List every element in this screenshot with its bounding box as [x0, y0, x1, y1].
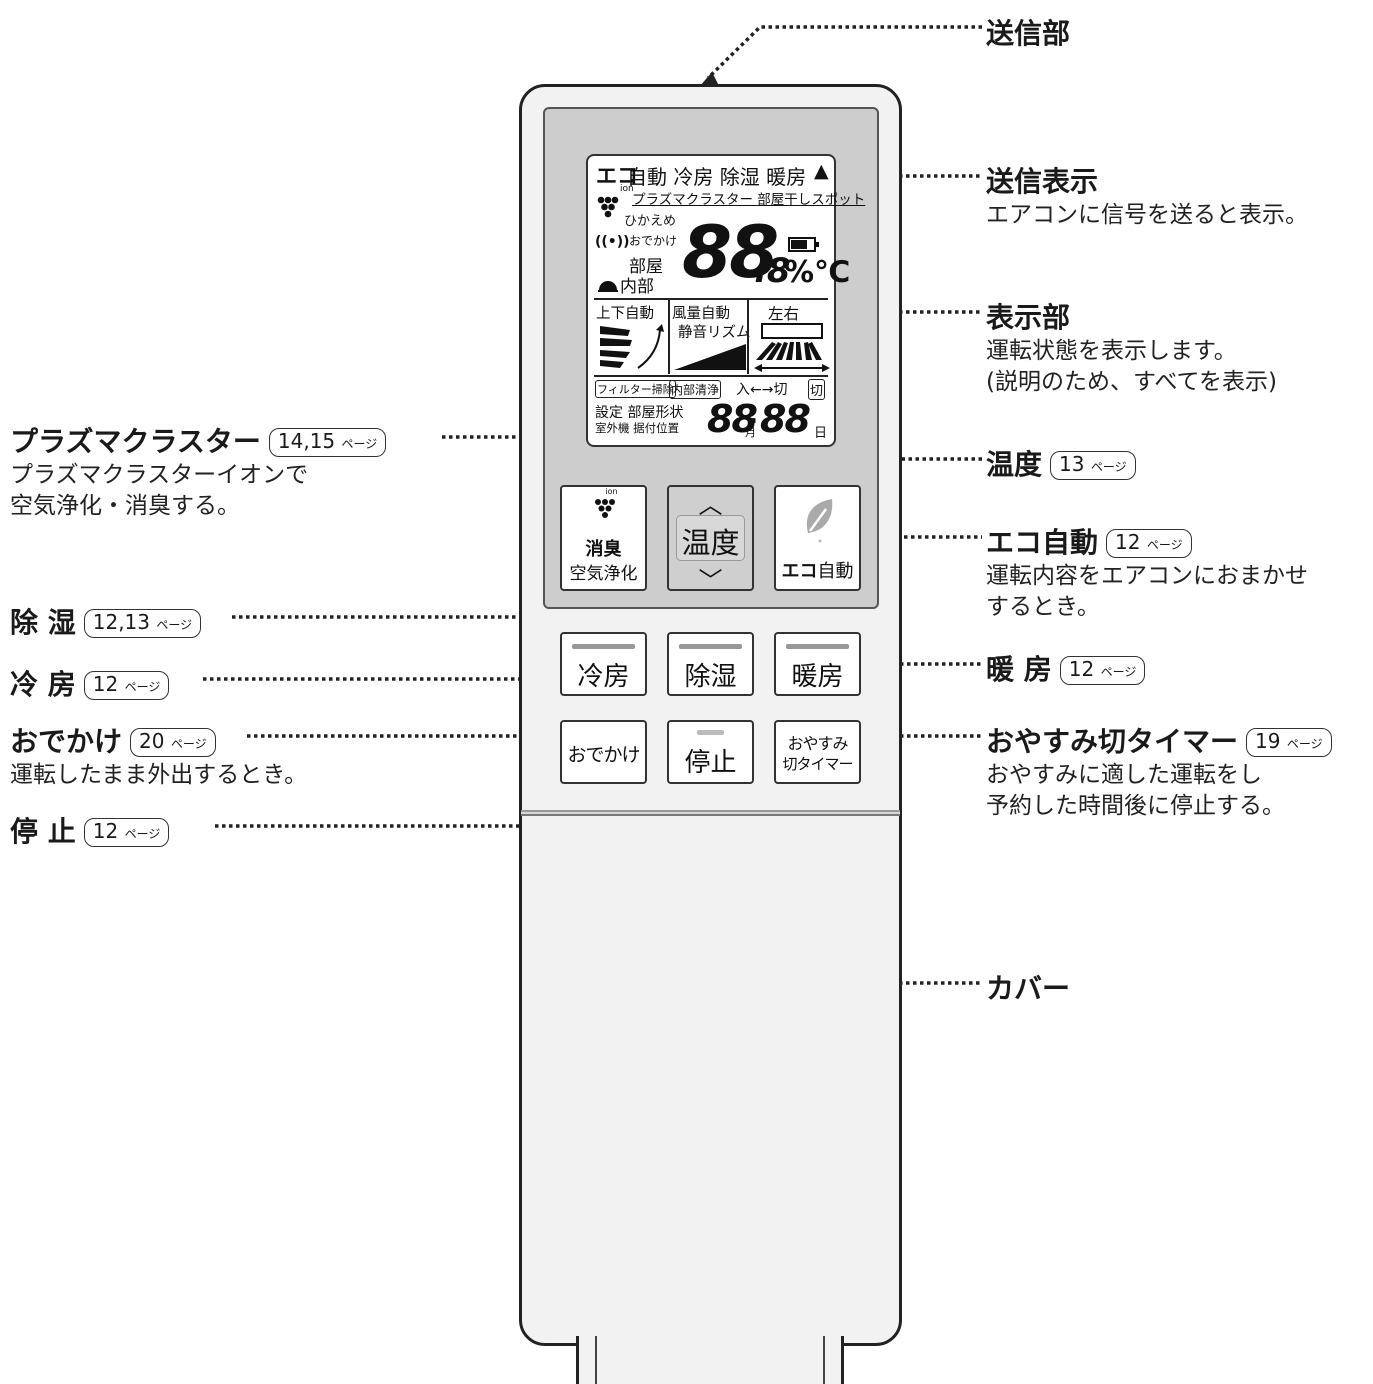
- stop-label: 停止: [684, 748, 737, 778]
- lcd-on-off: 入←→切: [736, 382, 788, 398]
- lcd-units: %℃: [784, 255, 851, 290]
- ion-grapes-icon: [597, 196, 619, 218]
- transmitter-arrow-head: [700, 72, 718, 86]
- temp-label: 温度: [681, 526, 740, 560]
- callout-display: 表示部 運転状態を表示します。 (説明のため、すべてを表示): [986, 301, 1277, 395]
- callout-transmitter: 送信部: [986, 17, 1071, 50]
- lcd-off-box: 切: [808, 379, 826, 400]
- lcd-hikaeme: ひかえめ: [624, 214, 677, 229]
- lcd-big-digits: 88: [682, 210, 779, 294]
- temp-down-icon[interactable]: ﹀: [698, 567, 723, 595]
- battery-icon: [788, 237, 819, 252]
- ion-grapes-icon: [595, 499, 615, 518]
- internal-dome-icon: [598, 281, 618, 292]
- dehumidify-label: 除湿: [684, 662, 737, 692]
- lcd-day-digits: 88: [760, 397, 811, 441]
- heating-button[interactable]: 暖房: [774, 632, 861, 696]
- off-timer-label: 切タイマー: [782, 755, 853, 773]
- lcd-display: エコ 自動 冷房 除湿 暖房 ▲ ion プラズマクラスター 部屋干しスポット …: [586, 154, 865, 447]
- page-ref: 12 ページ: [83, 671, 170, 700]
- leaf-icon: [806, 499, 833, 543]
- lcd-heya: 部屋: [629, 257, 663, 277]
- cooling-indicator: [572, 644, 635, 649]
- eco-auto-button[interactable]: エコ自動: [774, 485, 861, 591]
- lcd-setting-outdoor: 室外機 据付位置: [595, 421, 680, 435]
- cover-seam: [521, 810, 900, 816]
- page-ref: 12 ページ: [1106, 529, 1192, 558]
- away-label: おでかけ: [567, 744, 640, 766]
- page-ref: 12,13 ページ: [83, 609, 202, 638]
- lcd-filter: フィルター掃除: [595, 380, 676, 398]
- leader-transmitter: [706, 25, 982, 80]
- leftright-louver-icon: [754, 323, 830, 372]
- callout-cover: カバー: [986, 972, 1071, 1005]
- lcd-day: 日: [814, 426, 828, 441]
- lcd-month: 月: [745, 426, 756, 439]
- heating-indicator: [786, 644, 849, 649]
- dehumidify-button[interactable]: 除湿: [667, 632, 754, 696]
- lcd-fan-auto: 風量自動: [672, 306, 730, 322]
- page-ref: 14,15 ページ: [268, 428, 387, 457]
- lcd-colon: :: [748, 400, 759, 430]
- sleep-timer-button[interactable]: おやすみ 切タイマー: [774, 720, 861, 784]
- heating-label: 暖房: [791, 662, 844, 692]
- eco-label-auto: 自動: [817, 561, 854, 582]
- remote-bottom-stub: [576, 1336, 844, 1384]
- deodorize-label: 消臭: [585, 539, 622, 560]
- ion-label: ion: [605, 487, 618, 496]
- sleep-label: おやすみ: [787, 734, 848, 753]
- lcd-plasma-row: プラズマクラスター 部屋干しスポット: [632, 192, 866, 208]
- page-ref: 12 ページ: [83, 818, 170, 847]
- lcd-eco: エコ: [596, 164, 638, 188]
- lcd-setting-room: 設定 部屋形状: [595, 405, 684, 421]
- page-ref: 19 ページ: [1246, 728, 1332, 757]
- cooling-label: 冷房: [577, 662, 630, 692]
- page-ref: 13 ページ: [1050, 451, 1136, 480]
- eco-label-bold: エコ: [781, 561, 818, 582]
- away-button[interactable]: おでかけ: [560, 720, 647, 784]
- plasmacluster-button[interactable]: ion 消臭 空気浄化: [560, 485, 647, 591]
- lcd-internal-clean: 内部清浄: [669, 380, 722, 399]
- stop-button[interactable]: 停止: [667, 720, 754, 784]
- stop-indicator: [697, 730, 724, 735]
- send-mark-icon: ▲: [814, 160, 829, 182]
- fan-level-bars-icon: [674, 344, 746, 370]
- temperature-button[interactable]: ︿ 温度 ﹀: [667, 485, 754, 595]
- lcd-decimal: .8: [754, 251, 791, 291]
- temp-up-icon[interactable]: ︿: [698, 491, 723, 519]
- lcd-odekake: おでかけ: [629, 234, 678, 248]
- lcd-ion: ion: [620, 184, 634, 194]
- dehumidify-indicator: [679, 644, 742, 649]
- callout-send-indicator: 送信表示 エアコンに信号を送ると表示。: [986, 165, 1308, 228]
- air-purify-label: 空気浄化: [569, 564, 638, 584]
- signal-icon: ((•)): [595, 234, 630, 250]
- lcd-fan-rhythm: 静音リズム: [678, 325, 751, 341]
- lcd-mode-row: 自動 冷房 除湿 暖房: [627, 165, 807, 189]
- lcd-naibu: 内部: [620, 277, 654, 297]
- lcd-updown: 上下自動: [596, 306, 654, 322]
- page-ref: 20 ページ: [130, 728, 216, 757]
- cooling-button[interactable]: 冷房: [560, 632, 647, 696]
- updown-louver-icon: [600, 324, 664, 369]
- lcd-leftright: 左右: [768, 305, 800, 323]
- page-ref: 12 ページ: [1059, 656, 1146, 685]
- lcd-month-digits: 88: [707, 397, 758, 441]
